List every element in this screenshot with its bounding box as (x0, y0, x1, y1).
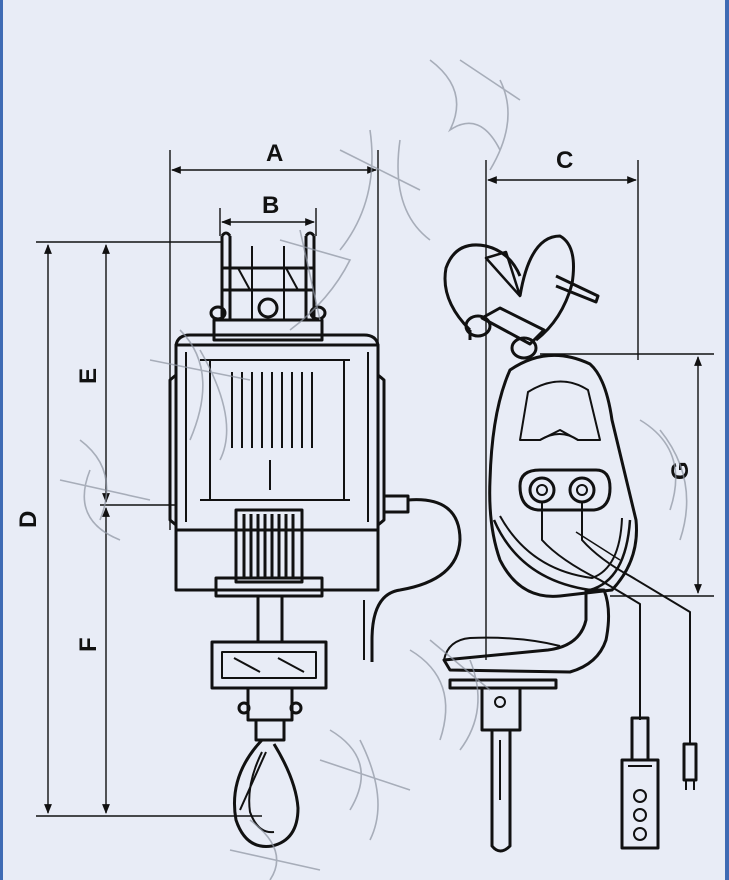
power-cable-front (363, 494, 462, 662)
side-dimensions (485, 160, 714, 660)
label-dim-e: E (75, 368, 102, 384)
watermark (59, 59, 688, 880)
control-cables (541, 502, 691, 744)
power-plug (682, 742, 698, 790)
front-dimensions (36, 150, 379, 817)
hook-block (210, 596, 328, 742)
motor-housing (168, 333, 386, 532)
hook (232, 738, 300, 848)
rope-drum (174, 508, 380, 598)
label-dim-g: G (667, 461, 694, 480)
label-dim-c: C (556, 147, 573, 174)
label-dim-a: A (266, 140, 283, 167)
side-view-hoist (442, 234, 698, 853)
top-bracket (209, 231, 327, 342)
side-top-hook (443, 234, 600, 360)
frame-border-right (725, 0, 729, 880)
label-dim-d: D (15, 511, 42, 528)
label-dim-f: F (75, 637, 102, 652)
label-dim-b: B (262, 192, 279, 219)
frame-border-left (0, 0, 3, 880)
side-casing (442, 353, 638, 674)
front-view-hoist (168, 231, 462, 848)
pendant-controller (620, 716, 660, 850)
side-lower-rod (448, 678, 558, 853)
